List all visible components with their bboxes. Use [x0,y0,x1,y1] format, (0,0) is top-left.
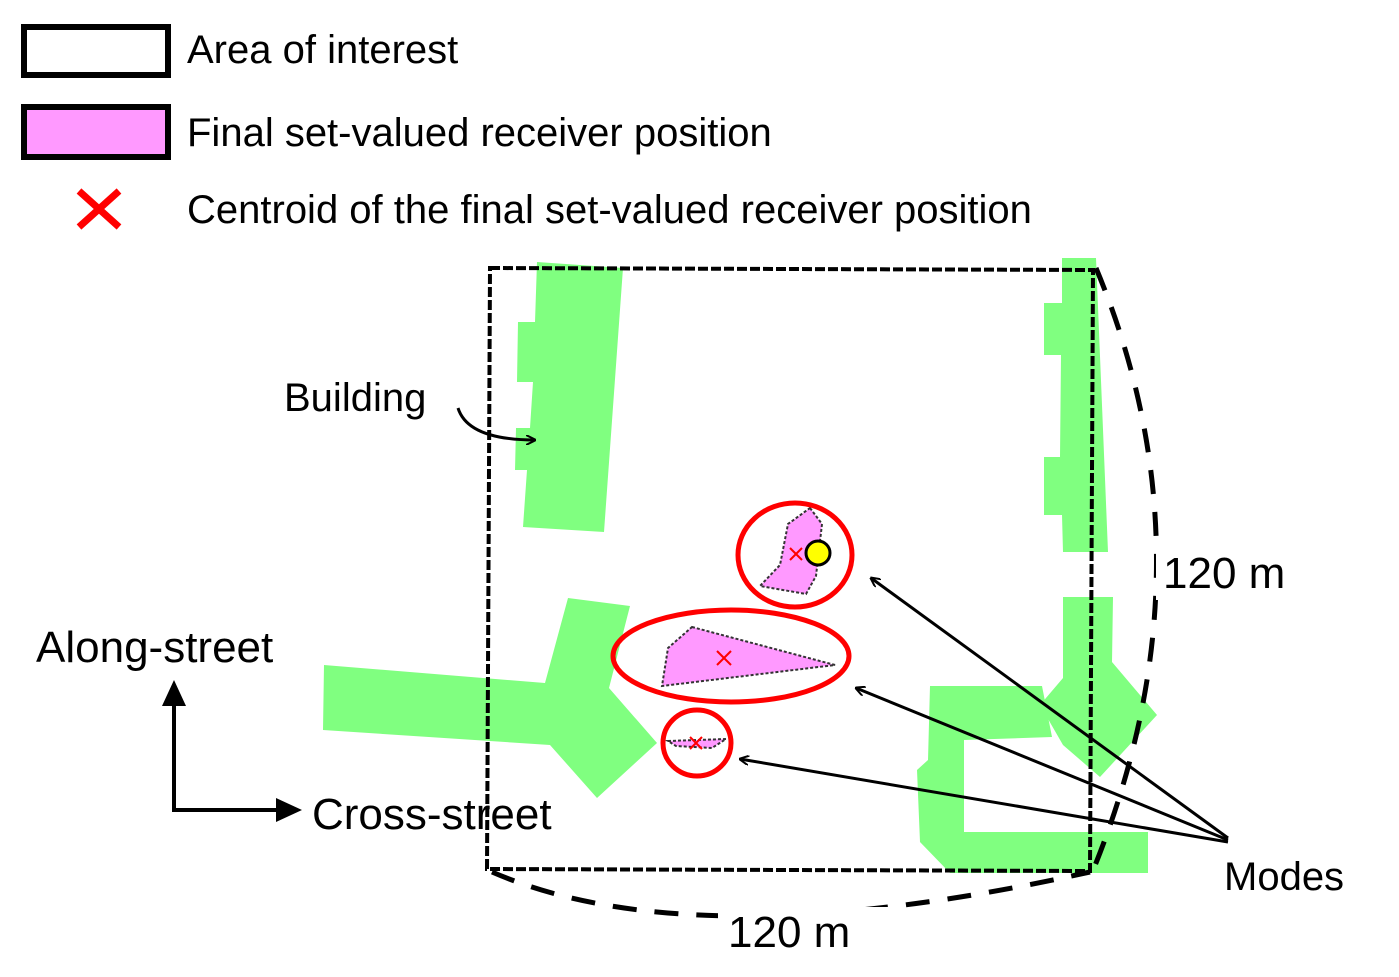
arrow-icon [276,798,302,822]
arrow-icon [162,680,186,706]
cross-street-label: Cross-street [312,790,552,839]
modes-label: Modes [1224,855,1344,899]
receiver-sets [660,506,836,750]
mode-circle-middle [610,607,852,705]
dimension-label-right-bg [1156,548,1306,600]
centroids [689,547,803,750]
building-label: Building [284,376,426,420]
mode-circle-upper [735,500,855,610]
dimension-label-bottom: 120 m [728,908,850,957]
mode-circles [610,500,855,779]
red-x-icon [689,736,703,750]
modes-arrows [740,578,1229,844]
dimension-label-bottom-bg [718,907,898,961]
red-x-icon [76,188,122,230]
area-of-interest [484,265,1096,874]
legend-swatch-receiver-position [21,104,171,160]
yellow-dot-icon [804,539,832,567]
arrow-icon [740,759,1229,844]
legend-label-receiver-position: Final set-valued receiver position [187,111,772,155]
legend-swatch-area-of-interest [21,24,171,78]
arrow-icon [456,407,535,440]
red-x-icon [789,547,803,561]
legend: Area of interest Final set-valued receiv… [21,24,1032,232]
receiver-set-middle [660,625,836,688]
building-right-diamond [1040,597,1157,777]
building-right-vertical [1044,258,1108,552]
red-x-icon [716,650,732,666]
receiver-set-upper [757,506,824,596]
arrow-icon [871,578,1229,840]
legend-label-area-of-interest: Area of interest [187,28,458,72]
dimension-label-right: 120 m [1163,549,1285,598]
arrow-icon [856,688,1229,842]
axes-indicator [162,680,302,822]
along-street-label: Along-street [36,623,273,672]
building-lower-left [323,598,657,798]
building-lower-right [917,686,1148,873]
building-left-upper [515,262,623,532]
legend-label-centroid: Centroid of the final set-valued receive… [187,188,1032,232]
mode-circle-lower [660,707,734,779]
